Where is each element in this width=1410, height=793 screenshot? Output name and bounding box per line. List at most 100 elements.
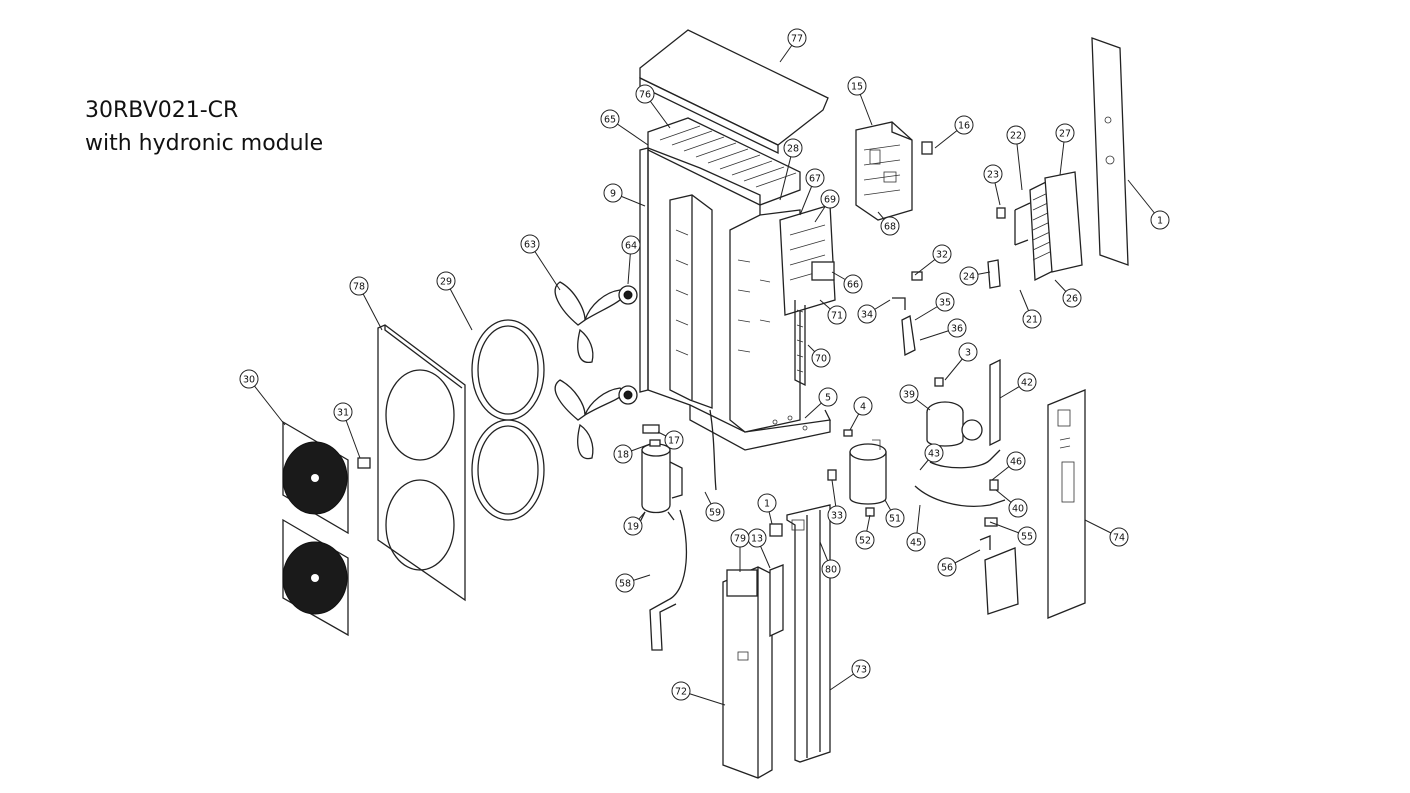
callout-circle: [1006, 125, 1026, 145]
callout-number: 13: [751, 534, 763, 545]
callout-33: 33: [827, 479, 847, 525]
callout-circle: [959, 266, 979, 286]
callout-number: 59: [709, 508, 721, 519]
callout-number: 39: [903, 390, 915, 401]
callout-number: 24: [963, 272, 975, 283]
front-panel-73: [786, 504, 831, 763]
callout-circle: [436, 271, 456, 291]
callout-22: 22: [1006, 125, 1026, 191]
callout-number: 71: [831, 311, 843, 322]
accumulator: [849, 439, 887, 505]
callout-16: 16: [934, 115, 974, 149]
callout-number: 80: [825, 565, 837, 576]
callout-28: 28: [779, 138, 803, 201]
callout-circle: [603, 183, 623, 203]
callout-circle: [600, 109, 620, 129]
callout-circle: [623, 516, 643, 536]
callout-number: 17: [668, 436, 680, 447]
callout-72: 72: [671, 681, 726, 706]
callout-number: 23: [987, 170, 999, 181]
callout-number: 68: [884, 222, 896, 233]
callout-73: 73: [829, 659, 871, 691]
callout-number: 69: [824, 195, 836, 206]
callout-36: 36: [919, 318, 967, 341]
callout-32: 32: [914, 244, 952, 276]
callout-80: 80: [819, 541, 841, 579]
callout-circle: [664, 430, 684, 450]
callout-circle: [820, 189, 840, 209]
fan-blades: [554, 281, 624, 460]
callout-circle: [827, 305, 847, 325]
callout-43: 43: [919, 443, 944, 471]
callout-3: 3: [944, 342, 978, 381]
callout-circle: [843, 274, 863, 294]
callout-42: 42: [999, 372, 1037, 399]
callout-circle: [983, 164, 1003, 184]
water-pump: [914, 358, 1006, 507]
callout-71: 71: [819, 299, 847, 325]
callout-number: 18: [617, 450, 629, 461]
plate-heat-exchanger: [987, 37, 1129, 289]
callout-circle: [1008, 498, 1028, 518]
callout-23: 23: [983, 164, 1003, 206]
callout-24: 24: [959, 266, 991, 286]
callout-number: 15: [851, 82, 863, 93]
callout-number: 3: [965, 348, 971, 359]
callout-circle: [613, 444, 633, 464]
refrigerant-pipe: [649, 409, 717, 651]
callout-number: 51: [889, 514, 901, 525]
callout-circle: [954, 115, 974, 135]
callout-number: 52: [859, 536, 871, 547]
callout-circle: [520, 234, 540, 254]
callout-circle: [757, 493, 777, 513]
callout-number: 58: [619, 579, 631, 590]
callout-number: 21: [1026, 315, 1038, 326]
callout-number: 43: [928, 449, 940, 460]
callout-52: 52: [855, 514, 875, 550]
callout-26: 26: [1054, 279, 1082, 308]
side-panel: [1047, 389, 1086, 619]
callout-circle: [1017, 372, 1037, 392]
callout-number: 30: [243, 375, 255, 386]
callout-number: 4: [860, 402, 866, 413]
callout-78: 78: [349, 276, 383, 331]
callout-58: 58: [615, 573, 651, 593]
callout-15: 15: [847, 76, 873, 126]
callout-21: 21: [1019, 289, 1042, 329]
callout-circle: [924, 443, 944, 463]
callout-number: 26: [1066, 294, 1078, 305]
callout-circle: [671, 681, 691, 701]
callout-13: 13: [747, 528, 771, 569]
callout-number: 64: [625, 241, 637, 252]
callout-69: 69: [814, 189, 840, 223]
callout-30: 30: [239, 369, 286, 426]
callout-number: 33: [831, 511, 843, 522]
callout-circle: [1109, 527, 1129, 547]
callout-number: 34: [861, 310, 873, 321]
callout-circle: [787, 28, 807, 48]
callout-number: 67: [809, 174, 821, 185]
callout-circle: [851, 659, 871, 679]
callout-circle: [885, 508, 905, 528]
callout-31: 31: [333, 402, 361, 459]
callout-40: 40: [995, 489, 1028, 518]
callout-34: 34: [857, 299, 891, 324]
callout-circle: [1150, 210, 1170, 230]
callout-29: 29: [436, 271, 473, 331]
callout-circle: [783, 138, 803, 158]
callout-circle: [1055, 123, 1075, 143]
callout-circle: [937, 557, 957, 577]
callout-27: 27: [1055, 123, 1075, 176]
callout-number: 63: [524, 240, 536, 251]
callout-number: 72: [675, 687, 687, 698]
callout-number: 42: [1021, 378, 1033, 389]
electrical-box: [855, 121, 913, 221]
callout-circle: [805, 168, 825, 188]
callout-9: 9: [603, 183, 646, 207]
callout-circle: [349, 276, 369, 296]
callout-number: 40: [1012, 504, 1024, 515]
callout-number: 19: [627, 522, 639, 533]
callout-number: 1: [1157, 216, 1163, 227]
callout-number: 31: [337, 408, 349, 419]
